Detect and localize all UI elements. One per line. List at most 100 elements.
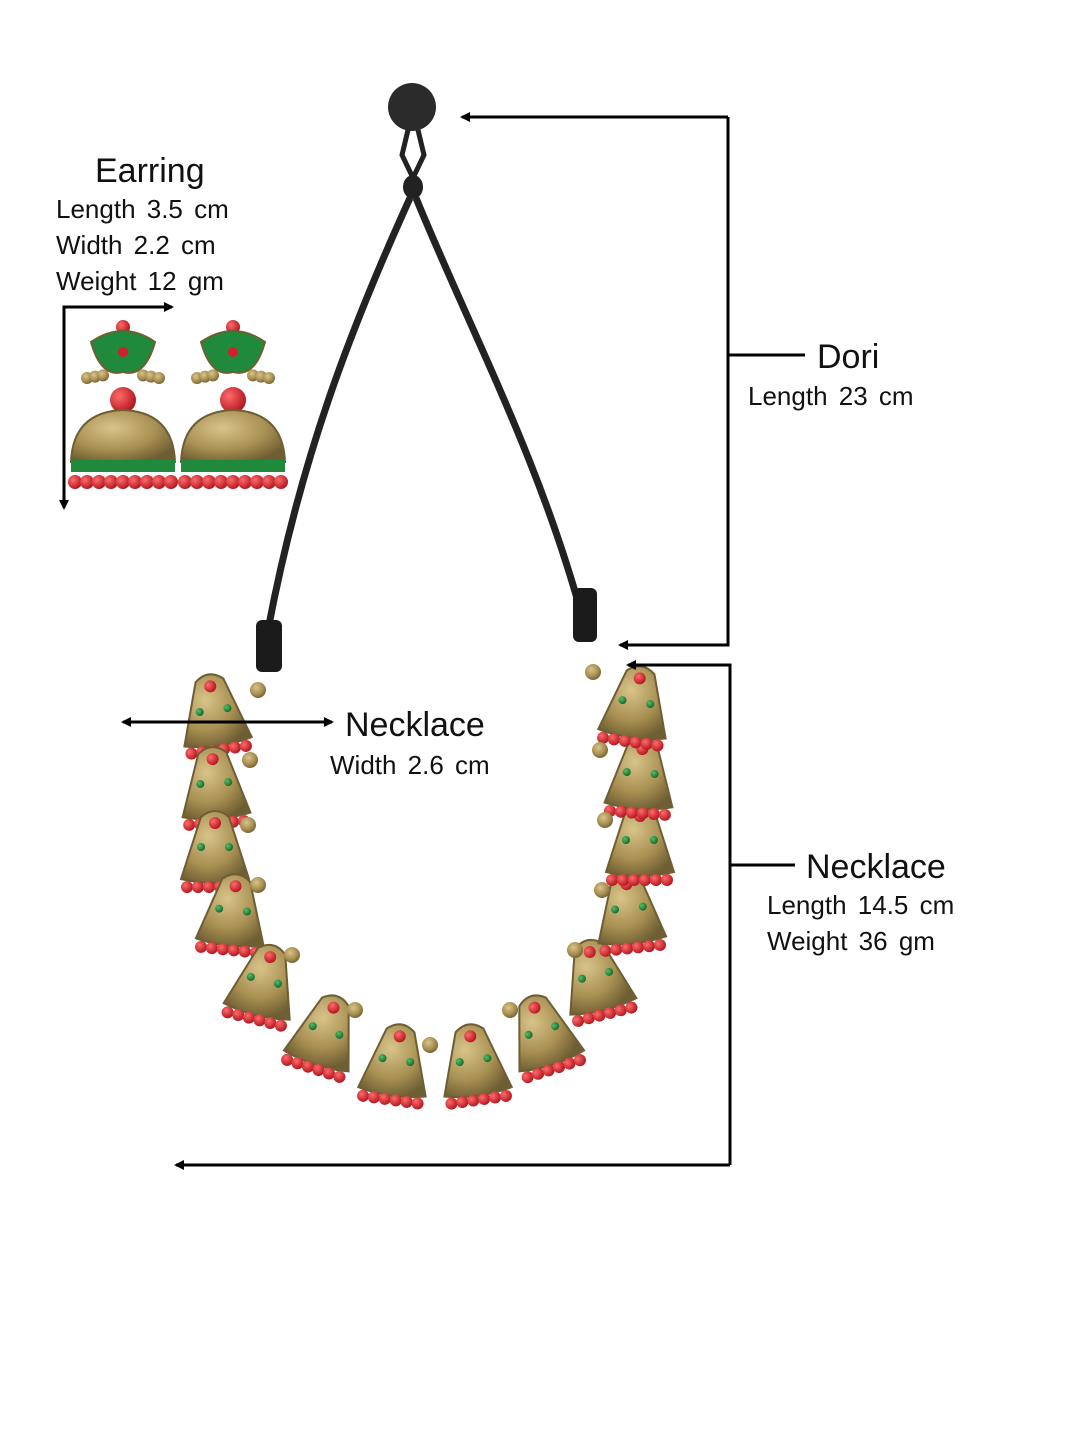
bell-red-stone	[204, 680, 217, 693]
necklace-bell-pendant-13	[603, 736, 674, 821]
bell-red-fringe-bead	[647, 808, 660, 821]
bell-red-fringe-bead	[181, 881, 193, 893]
bell-green-stone	[611, 905, 620, 914]
earrings	[68, 320, 288, 489]
necklace-length-spec: Length 14.5 cm	[767, 890, 955, 920]
bell-red-fringe-bead	[604, 1006, 617, 1019]
bell-green-stone	[622, 836, 630, 844]
bell-red-stone	[393, 1030, 406, 1043]
necklace-width-heading: Necklace	[345, 706, 485, 744]
bell-red-fringe-bead	[378, 1092, 391, 1105]
bell-red-fringe-bead	[625, 806, 638, 819]
bell-red-fringe-bead	[599, 944, 612, 957]
fringe-red-bead	[164, 475, 178, 489]
bell-red-fringe-bead	[185, 747, 198, 760]
bell-red-stone	[464, 1030, 477, 1043]
bell-green-stone	[650, 836, 658, 844]
bell-red-stone	[229, 880, 242, 893]
bell-red-fringe-bead	[521, 1071, 534, 1084]
bell-green-stone	[551, 1022, 560, 1031]
stud-center-stone	[228, 347, 238, 357]
bell-red-fringe-bead	[291, 1057, 304, 1070]
bell-red-stone	[327, 1001, 340, 1014]
bell-red-fringe-bead	[593, 1009, 606, 1022]
dori-bottom-arrow	[618, 117, 730, 650]
bell-red-fringe-bead	[625, 1001, 638, 1014]
fringe-red-bead	[274, 475, 288, 489]
bell-body	[222, 943, 291, 1021]
bell-red-fringe-bead	[357, 1089, 370, 1102]
necklace-gold-spacer-bead	[592, 742, 608, 758]
necklace-bell-pendant-9	[518, 994, 586, 1084]
bell-red-fringe-bead	[195, 940, 208, 953]
fringe-red-bead	[152, 475, 166, 489]
bell-red-fringe-bead	[650, 874, 662, 886]
bell-red-fringe-bead	[367, 1091, 380, 1104]
bell-red-fringe-bead	[274, 1019, 287, 1032]
bell-red-fringe-bead	[229, 741, 242, 754]
fringe-red-bead	[262, 475, 276, 489]
bell-red-fringe-bead	[621, 942, 634, 955]
necklace-gold-spacer-bead	[250, 682, 266, 698]
bell-red-fringe-bead	[445, 1097, 458, 1110]
cord-left-strand	[264, 196, 414, 631]
stud-center-stone	[118, 347, 128, 357]
bell-red-stone	[633, 672, 646, 685]
bell-red-fringe-bead	[636, 807, 649, 820]
bell-red-stone	[209, 817, 221, 829]
bell-green-stone	[646, 700, 655, 709]
bell-red-fringe-bead	[573, 1054, 586, 1067]
bell-red-fringe-bead	[643, 940, 656, 953]
necklace-gold-spacer-bead	[597, 812, 613, 828]
necklace-weight-spec: Weight 36 gm	[767, 926, 935, 956]
bell-red-fringe-bead	[242, 1011, 255, 1024]
bell-red-fringe-bead	[411, 1097, 424, 1110]
cord-knot-ball	[388, 83, 436, 131]
fringe-red-bead	[238, 475, 252, 489]
bell-green-stone	[196, 780, 205, 789]
bell-red-fringe-bead	[651, 739, 664, 752]
earring-length-spec: Length 3.5 cm	[56, 194, 229, 224]
necklace-gold-spacer-bead	[240, 817, 256, 833]
bell-body	[356, 1023, 427, 1099]
fringe-red-bead	[250, 475, 264, 489]
cord-bead	[403, 175, 423, 199]
jhumka-green-band	[71, 460, 175, 472]
bell-green-stone	[197, 843, 205, 851]
fringe-red-bead	[80, 475, 94, 489]
earring-heading: Earring	[95, 152, 205, 190]
bell-red-stone	[264, 951, 277, 964]
necklace-gold-spacer-bead	[347, 1002, 363, 1018]
bell-red-fringe-bead	[456, 1096, 469, 1109]
fringe-red-bead	[92, 475, 106, 489]
earring-weight-spec: Weight 12 gm	[56, 266, 224, 296]
bell-green-stone	[274, 979, 283, 988]
bell-green-stone	[650, 770, 659, 779]
dori-cord	[256, 83, 597, 672]
jhumka-green-band	[181, 460, 285, 472]
bell-green-stone	[215, 904, 224, 913]
fringe-red-bead	[128, 475, 142, 489]
necklace-gold-spacer-bead	[594, 882, 610, 898]
necklace-length-heading: Necklace	[806, 848, 946, 886]
bell-red-fringe-bead	[333, 1070, 346, 1083]
bell-green-stone	[242, 907, 251, 916]
bell-red-fringe-bead	[322, 1067, 335, 1080]
fringe-red-bead	[140, 475, 154, 489]
bell-red-fringe-bead	[467, 1094, 480, 1107]
fringe-red-bead	[116, 475, 130, 489]
bell-green-stone	[308, 1022, 317, 1031]
bell-red-fringe-bead	[542, 1064, 555, 1077]
necklace-bell-pendant-8	[443, 1023, 514, 1110]
bell-red-fringe-bead	[221, 1006, 234, 1019]
dimension-lines	[59, 112, 805, 1170]
stud-gold-bead	[153, 372, 165, 384]
necklace-gold-spacer-bead	[284, 947, 300, 963]
bell-green-stone	[605, 967, 614, 976]
earring-width-spec: Width 2.2 cm	[56, 230, 216, 260]
bell-body	[518, 994, 586, 1073]
bell-red-fringe-bead	[238, 945, 251, 958]
jhumka-earring-2	[178, 320, 288, 489]
cord-end-cap-left	[256, 620, 282, 672]
bell-red-fringe-bead	[658, 808, 671, 821]
